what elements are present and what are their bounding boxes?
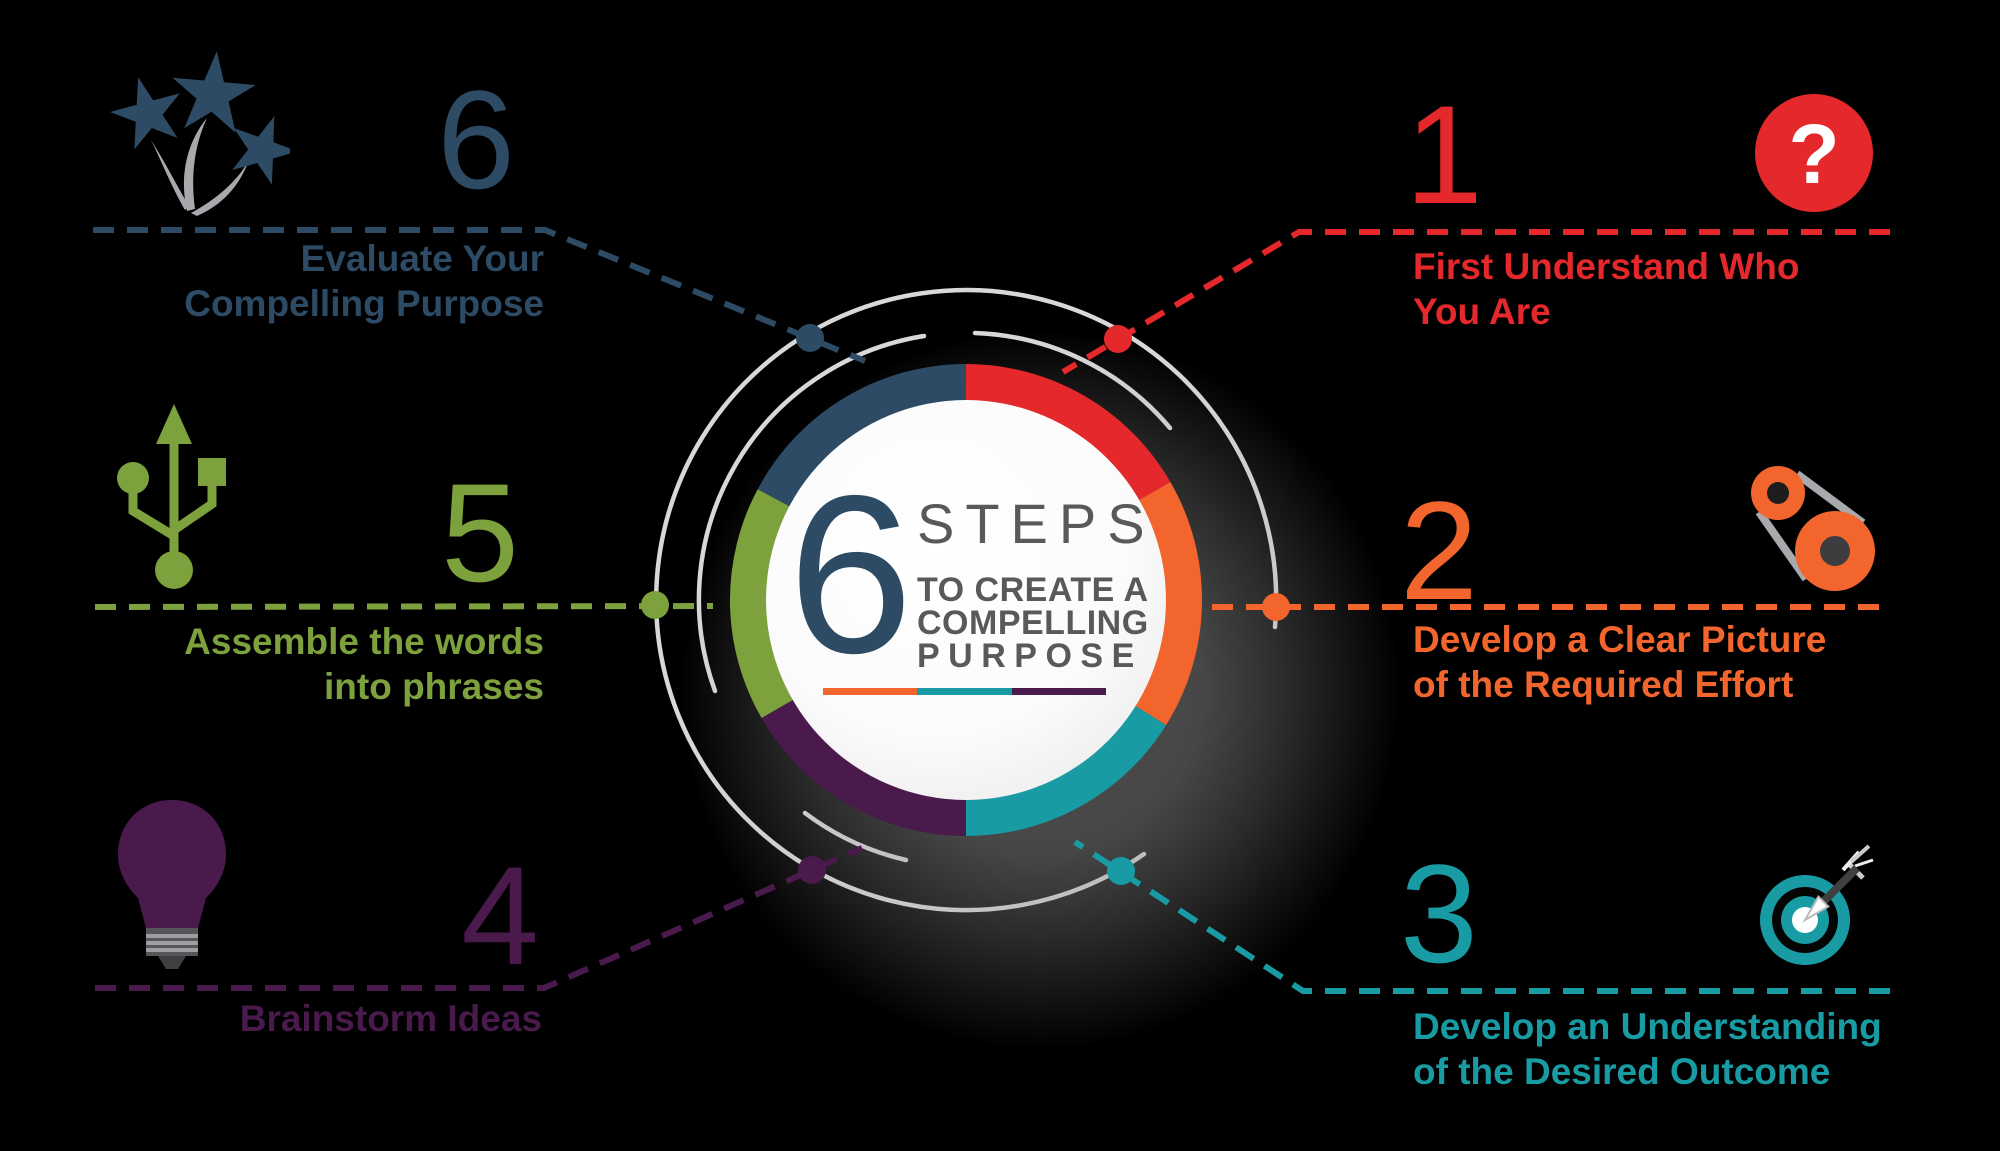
arrow-shaft — [1818, 865, 1860, 907]
label-line: Assemble the words — [184, 621, 544, 662]
connector-step-1 — [1061, 229, 1890, 375]
label-line: of the Desired Outcome — [1413, 1051, 1831, 1092]
ring-segment-green — [730, 489, 794, 719]
ring-segment-purple — [761, 699, 967, 836]
step-3-number: 3 — [1400, 835, 1478, 992]
ring-segment-teal — [965, 705, 1167, 836]
question-circle — [1755, 94, 1873, 212]
step-6-number: 6 — [437, 61, 515, 218]
label-line: Compelling Purpose — [184, 283, 544, 324]
dot-step-1 — [1104, 325, 1132, 353]
tricolor-underline — [823, 688, 1106, 695]
center-title: STEPS — [917, 492, 1156, 555]
usb-arrow-head — [156, 404, 192, 444]
dot-step-5 — [641, 591, 669, 619]
ring-segment-red — [965, 364, 1171, 501]
center-disc — [766, 400, 1166, 800]
arrow-head — [1802, 894, 1830, 923]
star-trail — [183, 118, 207, 211]
belt-pulleys-icon — [1751, 466, 1875, 591]
label-line: You Are — [1413, 291, 1551, 332]
connector-step-6 — [93, 227, 867, 364]
ring-segment-blue — [757, 364, 967, 507]
center-subtitle-line: PURPOSE — [917, 637, 1143, 675]
center-subtitle-line: TO CREATE A — [917, 571, 1149, 609]
label-line: First Understand Who — [1413, 246, 1800, 287]
step-1-label: First Understand Who You Are — [1413, 244, 1883, 334]
center-big-number: 6 — [788, 448, 914, 700]
label-line: into phrases — [324, 666, 544, 707]
bulb-base-stripe — [146, 941, 198, 945]
star-trail — [191, 160, 249, 216]
underline-orange-segment — [823, 688, 918, 695]
label-line: Brainstorm Ideas — [239, 998, 542, 1039]
usb-branch-square — [198, 458, 226, 486]
question-mark-icon: ? — [1755, 94, 1873, 212]
label-line: Develop an Understanding — [1413, 1006, 1882, 1047]
star-trail — [151, 140, 189, 210]
small-pulley-hole — [1767, 482, 1789, 504]
label-line: Develop a Clear Picture — [1413, 619, 1827, 660]
center-title-block: STEPS TO CREATE A COMPELLING PURPOSE — [917, 492, 1156, 675]
step-5-number: 5 — [441, 454, 519, 611]
label-line: of the Required Effort — [1413, 664, 1794, 705]
bulb-tip — [158, 956, 186, 969]
bulb-base-stripe — [146, 934, 198, 938]
dot-step-3 — [1107, 857, 1135, 885]
connector-step-5 — [94, 603, 714, 610]
label-line: Evaluate Your — [300, 238, 544, 279]
shooting-stars-icon — [103, 48, 290, 216]
connector-step-3 — [1073, 839, 1890, 994]
underline-purple-segment — [1011, 688, 1106, 695]
step-2-number: 2 — [1400, 472, 1478, 629]
dot-step-6 — [796, 324, 824, 352]
segmented-ring — [730, 364, 1202, 836]
usb-branch-left — [128, 493, 177, 540]
arrow-fletching — [1854, 858, 1874, 868]
usb-branch-right — [171, 486, 217, 534]
belt-left — [1755, 509, 1810, 582]
question-glyph: ? — [1788, 107, 1839, 201]
lightbulb-icon — [118, 800, 226, 969]
dot-step-4 — [798, 856, 826, 884]
ring-segment-orange — [1134, 482, 1202, 726]
node-dots — [641, 324, 1290, 885]
step-4-label: Brainstorm Ideas — [72, 996, 542, 1041]
target-with-arrow-icon — [1760, 844, 1874, 965]
step-4-number: 4 — [461, 837, 539, 994]
large-pulley-hole — [1820, 536, 1850, 566]
dot-step-2 — [1262, 593, 1290, 621]
step-3-label: Develop an Understanding of the Desired … — [1413, 1004, 1883, 1094]
usb-branch-circle — [117, 462, 149, 494]
step-6-label: Evaluate Your Compelling Purpose — [74, 236, 544, 326]
bulb-base-stripe — [146, 948, 198, 952]
usb-connector-icon — [117, 404, 226, 589]
bulb-glass — [118, 800, 226, 928]
usb-base-dot — [155, 551, 193, 589]
underline-teal-segment — [917, 688, 1012, 695]
step-5-label: Assemble the words into phrases — [74, 619, 544, 709]
step-2-label: Develop a Clear Picture of the Required … — [1413, 617, 1883, 707]
connectors — [93, 227, 1890, 994]
center-subtitle-line: COMPELLING — [917, 604, 1149, 642]
step-1-number: 1 — [1405, 76, 1483, 233]
arrow-fletching — [1849, 844, 1871, 864]
star-shape — [168, 48, 259, 135]
connector-step-4 — [95, 845, 864, 991]
